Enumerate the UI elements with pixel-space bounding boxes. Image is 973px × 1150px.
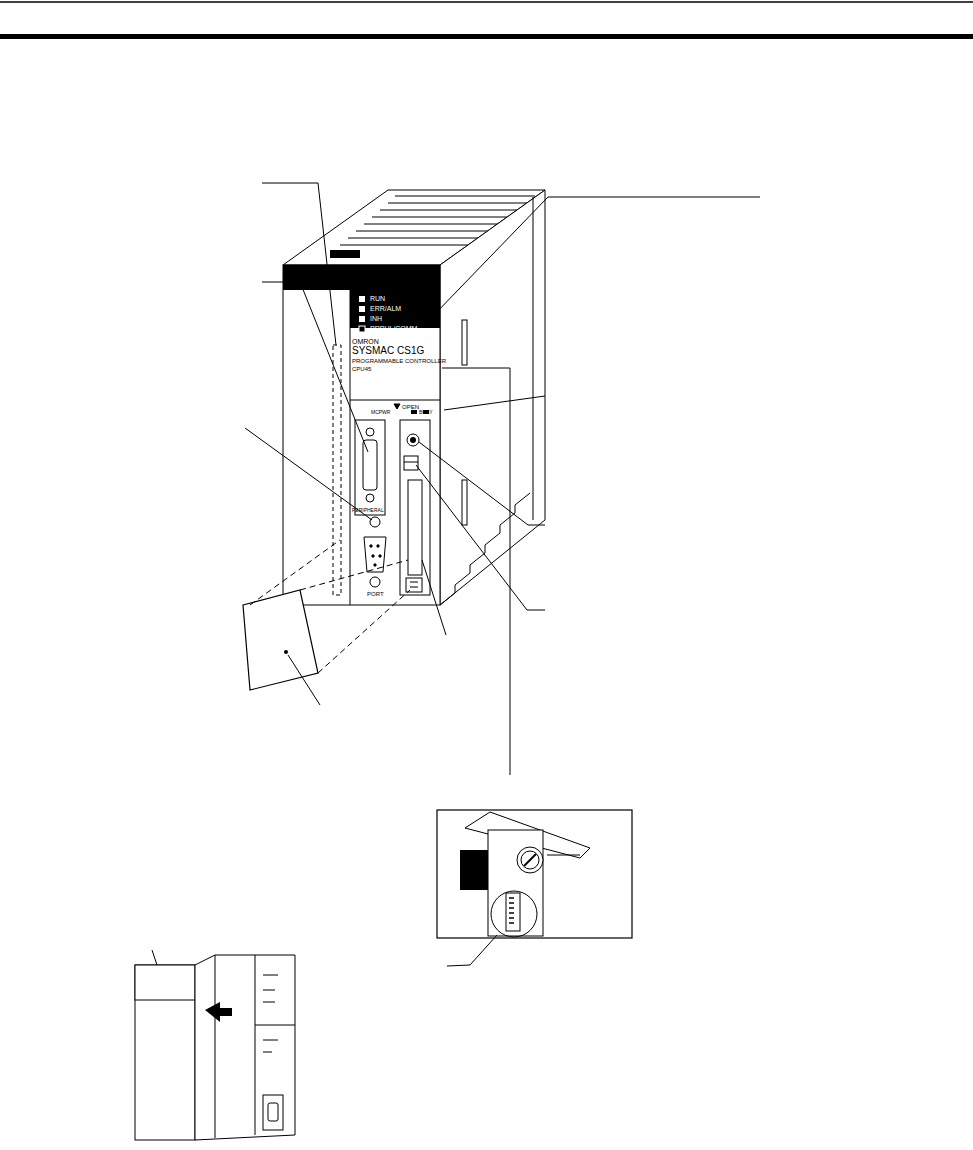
led-label: MCPWR bbox=[371, 410, 390, 415]
port-label: PERIPHERAL bbox=[352, 508, 384, 513]
led-label: ERR/ALM bbox=[370, 305, 401, 312]
door-label: OPEN bbox=[402, 404, 419, 410]
led-label: PRPHL/COMM bbox=[370, 325, 417, 332]
led-label: BUSY bbox=[419, 410, 433, 415]
model-label: CPU45 bbox=[352, 366, 371, 372]
model-label: SYSMAC CS1G bbox=[352, 346, 424, 356]
port-label: PORT bbox=[367, 591, 384, 597]
brand-label: OMRON bbox=[352, 338, 379, 345]
led-label: RUN bbox=[370, 295, 385, 302]
led-label: INH bbox=[370, 315, 382, 322]
product-label: PROGRAMMABLE CONTROLLER bbox=[352, 358, 446, 364]
